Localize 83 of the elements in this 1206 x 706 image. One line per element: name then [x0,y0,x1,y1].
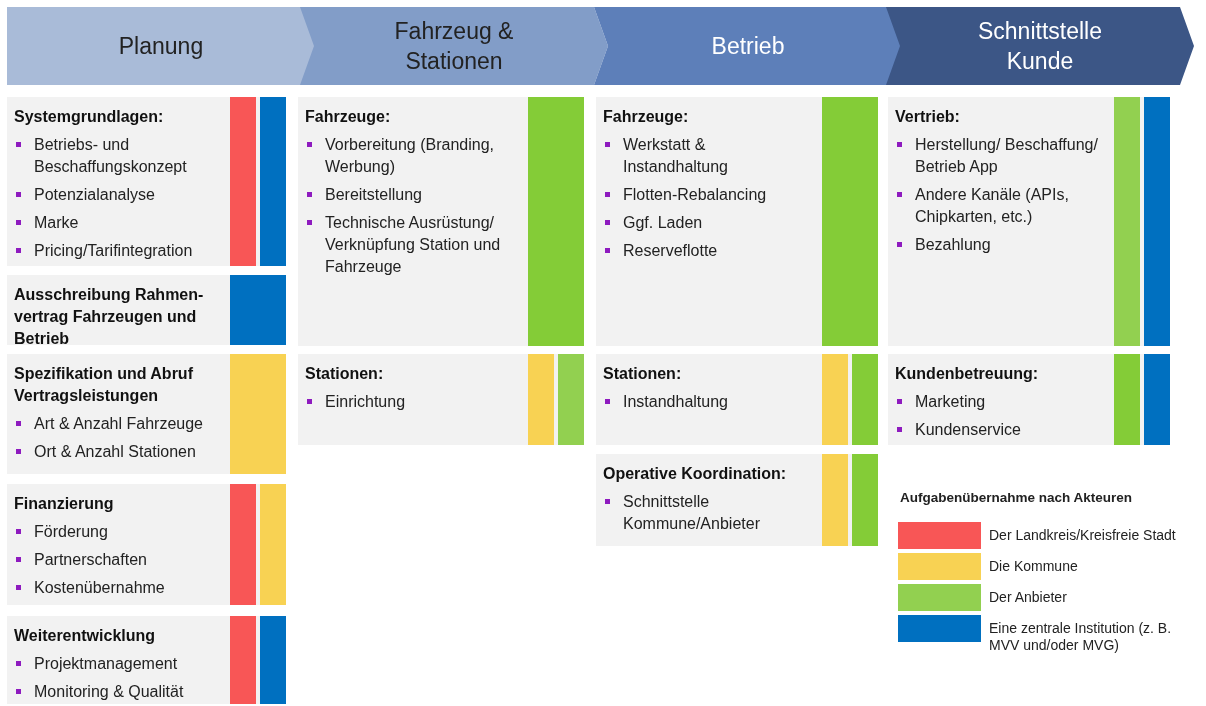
bullet-item: Förderung [14,521,222,543]
bullet-item: Andere Kanäle (APIs, Chipkarten, etc.) [895,184,1103,228]
card-heading: Operative Koordination: [603,464,788,484]
card-heading: Systemgrundlagen: [14,107,165,127]
legend-label: Eine zentrale Institution (z. B. MVV und/oder MVG) [989,620,1173,654]
bullet-item: Instandhaltung [603,391,811,413]
bullet-item: Pricing/Tarifintegration [14,240,222,262]
bullet-item: Marketing [895,391,1103,413]
bullet-item: Flotten-Rebalancing [603,184,811,206]
actor-bar [260,616,286,704]
actor-bar [822,97,878,346]
bullet-item: Einrichtung [305,391,517,413]
bullet-item: Technische Ausrüstung/ Verknüpfung Station und Fahrzeuge [305,212,517,278]
actor-bar [1114,97,1140,346]
bullet-item: Ort & Anzahl Stationen [14,441,222,463]
actor-bar [230,275,286,345]
task-card [7,97,286,266]
actor-bar [230,616,256,704]
bullet-item: Potenzialanalyse [14,184,222,206]
card-heading: Kundenbetreuung: [895,364,1040,384]
card-heading: Ausschreibung Rahmen-vertrag Fahrzeugen und Betrieb [14,285,205,349]
phase-title: Betrieb [710,32,786,61]
task-card [298,97,584,346]
chevron-header [300,7,608,85]
task-card [596,454,878,546]
actor-bar [852,454,878,546]
bullet-item: Vorbereitung (Branding, Werbung) [305,134,517,178]
task-card [888,97,1168,346]
chevron-header [594,7,902,85]
bullet-item: Art & Anzahl Fahrzeuge [14,413,222,435]
chevron-header [7,7,315,85]
bullet-item: Betriebs- und Beschaffungskonzept [14,134,222,178]
actor-bar [1144,97,1170,346]
card-heading: Vertrieb: [895,107,961,127]
bullet-item: Werkstatt & Instandhaltung [603,134,811,178]
bullet-item: Monitoring & Qualität [14,681,222,703]
phase-title: Fahrzeug & Stationen [393,17,515,76]
bullet-item: Projektmanagement [14,653,222,675]
legend-label: Der Landkreis/Kreisfreie Stadt [989,527,1177,544]
card-heading: Finanzierung [14,494,115,514]
actor-bar [528,354,554,445]
actor-bar [558,354,584,445]
task-card [888,354,1168,445]
card-heading: Fahrzeuge: [305,107,392,127]
actor-bar [230,97,256,266]
actor-bar [822,454,848,546]
task-card [7,484,286,605]
actor-bar [1114,354,1140,445]
card-heading: Fahrzeuge: [603,107,690,127]
bullet-item: Kundenservice [895,419,1103,441]
card-heading: Stationen: [603,364,683,384]
actor-bar [260,97,286,266]
actor-bar [260,484,286,605]
bullet-item: Partnerschaften [14,549,222,571]
actor-bar [822,354,848,445]
bullet-item: Schnittstelle Kommune/Anbieter [603,491,811,535]
task-card [7,616,286,704]
bullet-item: Kostenübernahme [14,577,222,599]
chevron-header [886,7,1194,85]
phase-title: Schnittstelle Kunde [977,17,1103,76]
bullet-item: Herstellung/ Beschaffung/ Betrieb App [895,134,1103,178]
card-heading: Stationen: [305,364,385,384]
actor-bar [1144,354,1170,445]
legend-title: Aufgabenübernahme nach Akteuren [900,490,1133,505]
bullet-item: Bezahlung [895,234,1103,256]
bullet-item: Marke [14,212,222,234]
bullet-item: Bereitstellung [305,184,517,206]
card-heading: Spezifikation und Abruf Vertragsleistungen [14,364,194,406]
task-card [596,97,878,346]
task-card [7,354,286,474]
legend-label: Der Anbieter [989,589,1068,606]
legend-label: Die Kommune [989,558,1079,575]
card-heading: Weiterentwicklung [14,626,157,646]
actor-bar [528,97,584,346]
phase-title: Planung [117,32,205,61]
task-card [596,354,878,445]
task-card [7,275,286,345]
bullet-item: Ggf. Laden [603,212,811,234]
bullet-item: Reserveflotte [603,240,811,262]
actor-bar [852,354,878,445]
actor-bar [230,354,286,474]
task-card [298,354,584,445]
actor-bar [230,484,256,605]
